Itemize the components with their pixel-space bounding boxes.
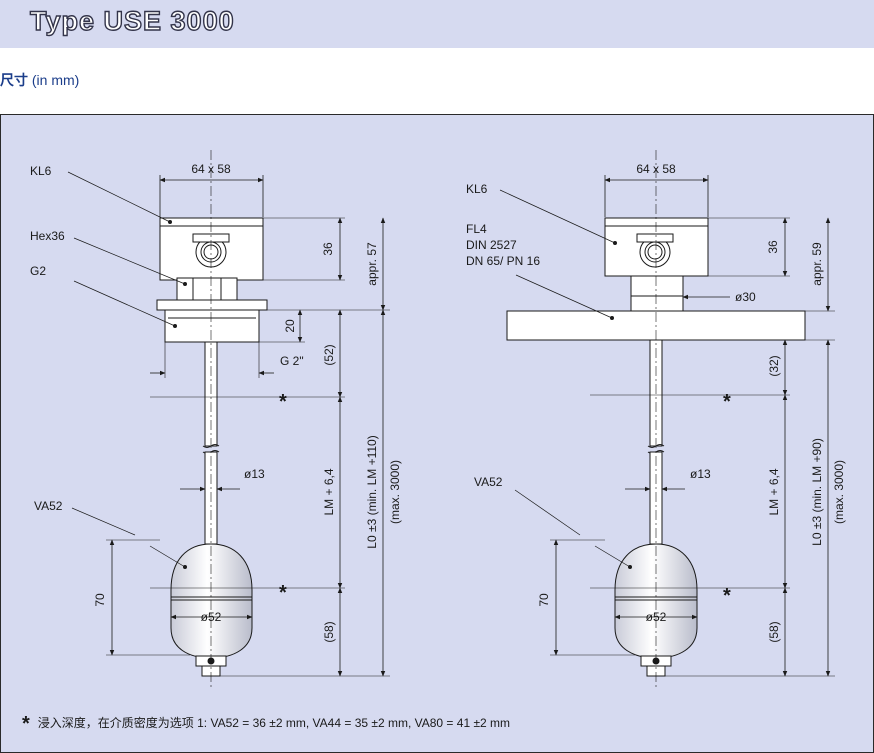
left-h58-label: (58) (322, 621, 336, 642)
left-h20-label: 20 (283, 319, 297, 333)
right-star-2: * (723, 585, 731, 607)
right-h70-label: 70 (537, 593, 551, 607)
right-width-dim: 64 x 58 (636, 162, 676, 176)
left-kl6-label: KL6 (30, 164, 52, 178)
right-d52-label: ø52 (646, 610, 667, 624)
left-g2-thread-label: G 2" (280, 354, 304, 368)
right-l0-label: L0 ±3 (min. LM +90) (810, 438, 824, 546)
footnote-star: * (22, 713, 30, 735)
right-din-label: DIN 2527 (466, 238, 517, 252)
title-bar: Type USE 3000 (0, 0, 874, 48)
left-l0-label: L0 ±3 (min. LM +110) (365, 435, 379, 548)
left-width-dim: 64 x 58 (191, 162, 231, 176)
right-va52-label: VA52 (474, 475, 503, 489)
drawing-panel (0, 114, 874, 753)
right-h36-label: 36 (766, 240, 780, 254)
left-d52-label: ø52 (201, 610, 222, 624)
right-d13-label: ø13 (690, 467, 711, 481)
subtitle-label: 尺寸 (0, 72, 28, 88)
right-lm-label: LM + 6,4 (767, 468, 781, 515)
left-g2-label: G2 (30, 264, 46, 278)
right-h32-label: (32) (767, 355, 781, 376)
left-drawing (67, 150, 390, 690)
right-dn-label: DN 65/ PN 16 (466, 254, 540, 268)
right-max-label: (max. 3000) (832, 460, 846, 524)
left-star-2: * (279, 582, 287, 604)
footnote: * 浸入深度，在介质密度为选项 1: VA52 = 36 ±2 mm, VA44 … (22, 713, 510, 736)
left-lm-label: LM + 6,4 (322, 468, 336, 515)
right-appr-label: appr. 59 (810, 242, 824, 286)
right-d30-label: ø30 (735, 290, 756, 304)
left-h52-label: (52) (322, 344, 336, 365)
footnote-text: 浸入深度，在介质密度为选项 1: VA52 = 36 ±2 mm, VA44 =… (37, 716, 511, 730)
left-leader-dots (168, 220, 187, 569)
right-drawing (499, 150, 835, 690)
section-subtitle: 尺寸 (in mm) (0, 70, 79, 90)
left-labels: 64 x 58 KL6 Hex36 G2 G 2" ø13 VA52 ø52 *… (30, 162, 402, 643)
right-leader-dots (610, 241, 632, 569)
left-appr-label: appr. 57 (365, 242, 379, 286)
right-kl6-label: KL6 (466, 182, 488, 196)
right-fl4-label: FL4 (466, 222, 487, 236)
left-max-label: (max. 3000) (388, 460, 402, 524)
page-title: Type USE 3000 (29, 5, 235, 36)
right-labels: 64 x 58 KL6 FL4 DIN 2527 DN 65/ PN 16 ø3… (466, 162, 846, 643)
left-h36-label: 36 (321, 242, 335, 256)
left-hex-label: Hex36 (30, 229, 65, 243)
right-star-1: * (723, 391, 731, 413)
left-d13-label: ø13 (244, 467, 265, 481)
right-h58-label: (58) (767, 621, 781, 642)
left-va52-label: VA52 (34, 499, 63, 513)
left-star-1: * (279, 391, 287, 413)
subtitle-unit: (in mm) (31, 72, 80, 88)
left-h70-label: 70 (93, 593, 107, 607)
